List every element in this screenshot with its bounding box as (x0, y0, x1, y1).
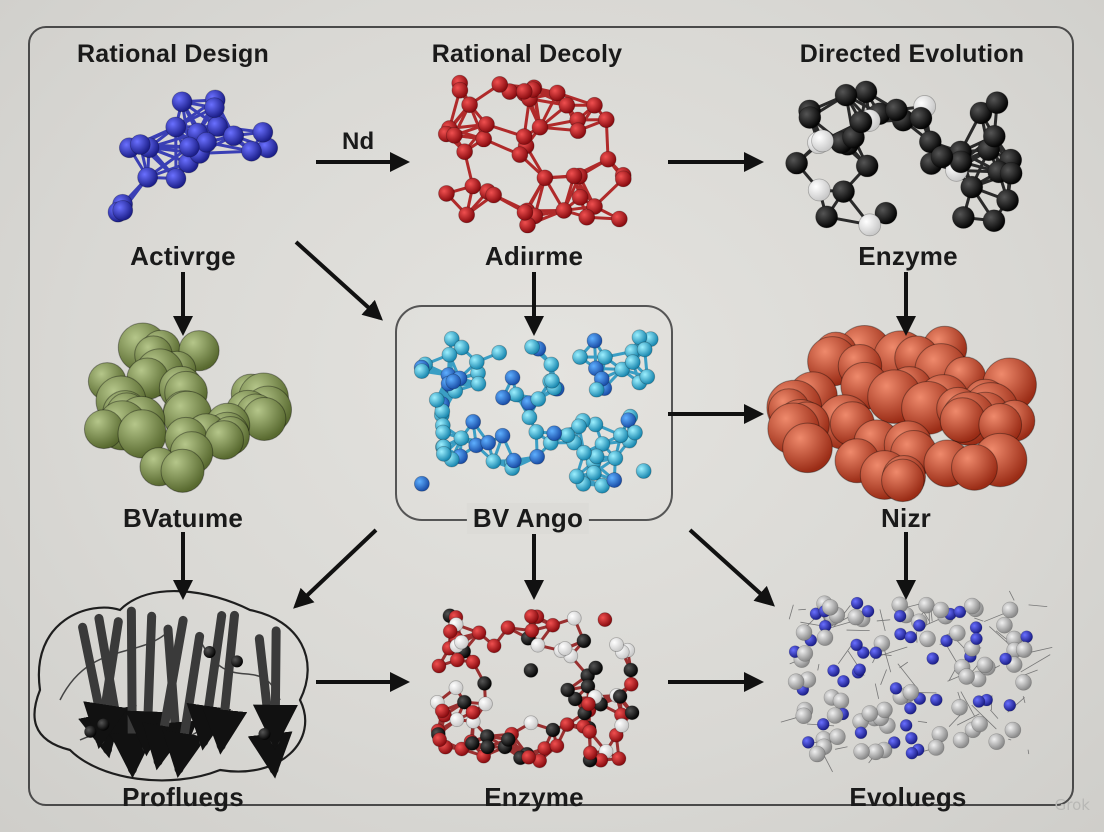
column-title-rational-decoly: Rational Decoly (432, 40, 623, 69)
node-label-bvatuime: BVatuıme (123, 503, 243, 534)
arrow-activrge-to-bvango (296, 242, 380, 318)
orange-protein-cluster-graphic (767, 326, 1036, 502)
edge-label-nd: Nd (342, 128, 374, 156)
red-black-molecule-graphic (430, 609, 639, 768)
green-protein-cluster-graphic (84, 323, 291, 492)
node-label-evoluegs: Evoluegs (849, 782, 966, 813)
column-title-directed-evolution: Directed Evolution (800, 40, 1024, 69)
arrow-bvango-to-evoluegs (690, 530, 772, 604)
node-label-bv-ango: BV Ango (467, 503, 589, 534)
grok-watermark: Grok (1055, 796, 1090, 814)
arrow-bvango-to-profluegs (296, 530, 376, 606)
blue-molecule-graphic (108, 90, 278, 222)
node-label-nizr: Nizr (881, 503, 931, 534)
blue-grey-lattice-graphic (781, 591, 1052, 772)
node-label-enzyme-bottom: Enzyme (484, 782, 583, 813)
node-label-profluegs: Profluegs (122, 782, 244, 813)
cyan-molecule-network-graphic (414, 330, 658, 493)
red-molecule-graphic (438, 75, 631, 233)
node-label-adiirme: Adiırme (485, 241, 583, 272)
node-label-enzyme-top: Enzyme (858, 241, 957, 272)
column-title-rational-design: Rational Design (77, 40, 269, 69)
black-white-molecule-graphic (786, 81, 1023, 236)
ribbon-protein-structure-graphic (34, 591, 307, 780)
node-label-activrge: Activrge (130, 241, 236, 272)
